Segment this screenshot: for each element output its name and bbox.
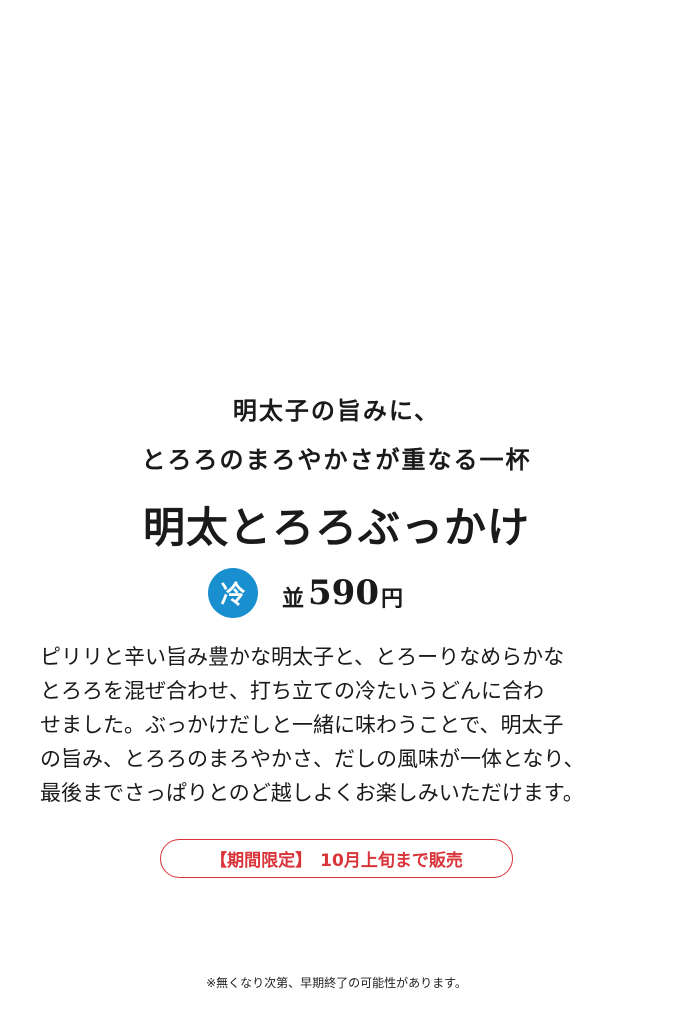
description-line: とろろを混ぜ合わせ、打ち立ての冷たいうどんに合わ	[40, 679, 544, 703]
price-value: 590	[308, 573, 379, 613]
price-row: 冷 並 590 円	[208, 568, 403, 618]
description: ピリリと辛い旨み豊かな明太子と、とろーりなめらかな とろろを混ぜ合わせ、打ち立て…	[40, 640, 634, 810]
size-label: 並	[282, 586, 305, 612]
limited-time-badge: 【期間限定】 10月上旬まで販売	[160, 839, 513, 878]
footnote: ※無くなり次第、早期終了の可能性があります。	[206, 976, 467, 990]
limited-time-tag: 【期間限定】	[210, 851, 313, 871]
product-name: 明太とろろぶっかけ	[142, 503, 530, 552]
tagline-line-2: とろろのまろやかさが重なる一杯	[141, 445, 532, 474]
description-line: 最後までさっぱりとのど越しよくお楽しみいただけます。	[40, 781, 584, 805]
description-line: ピリリと辛い旨み豊かな明太子と、とろーりなめらかな	[40, 645, 565, 669]
limited-time-text: 10月上旬まで販売	[320, 851, 463, 871]
tagline-line-1: 明太子の旨みに、	[232, 396, 441, 425]
price-currency: 円	[381, 586, 404, 612]
description-line: の旨み、とろろのまろやかさ、だしの風味が一体となり、	[40, 747, 585, 771]
description-line: せました。ぶっかけだしと一緒に味わうことで、明太子	[40, 713, 564, 737]
cold-badge: 冷	[208, 568, 258, 618]
